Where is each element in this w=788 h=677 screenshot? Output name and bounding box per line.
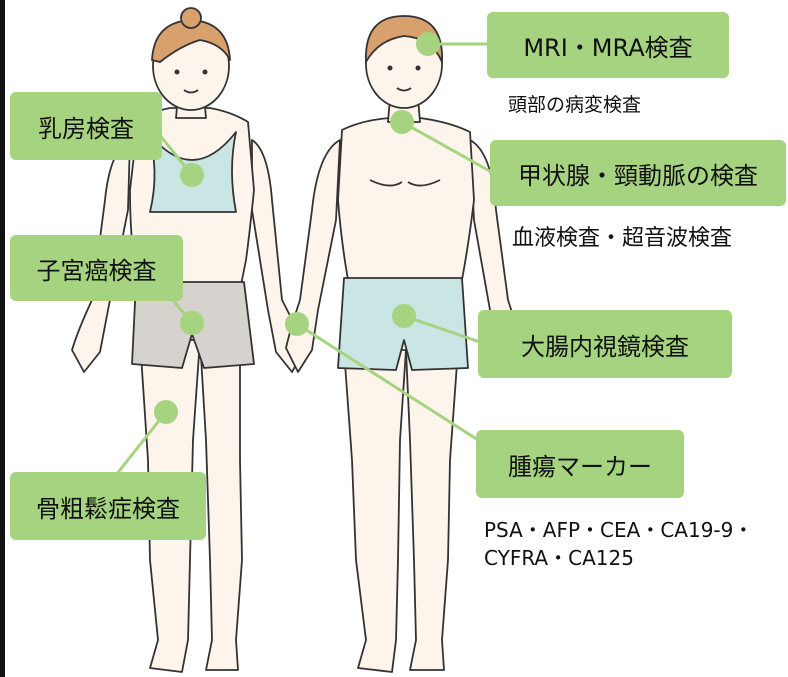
leader-tumor: [295, 322, 480, 442]
label-tumor: 腫瘍マーカー: [476, 430, 684, 498]
label-colon: 大腸内視鏡検査: [478, 310, 732, 378]
leader-thyroid: [400, 120, 497, 176]
label-mri: MRI・MRA検査: [487, 12, 729, 78]
note-thyroid: 血液検査・超音波検査: [512, 226, 733, 251]
note-tumor-line2: CYFRA・CA125: [484, 546, 634, 570]
marker-dot-thigh: [154, 400, 178, 424]
label-uterus: 子宮癌検査: [10, 235, 183, 301]
marker-dot-head: [416, 32, 440, 56]
label-bone: 骨粗鬆症検査: [10, 472, 206, 540]
left-edge-bar: [0, 0, 5, 677]
leader-bone: [110, 410, 168, 482]
male-figure: [285, 19, 523, 673]
marker-dot-neck: [390, 110, 414, 134]
marker-dot-uterus: [180, 311, 204, 335]
label-thyroid: 甲状腺・頸動脈の検査: [490, 140, 786, 206]
leader-colon: [402, 314, 482, 344]
marker-dot-hand: [285, 312, 309, 336]
marker-dot-colon: [392, 304, 416, 328]
note-tumor-line1: PSA・AFP・CEA・CA19-9・: [484, 518, 754, 542]
note-mri: 頭部の病変検査: [508, 94, 642, 116]
label-breast: 乳房検査: [10, 92, 162, 160]
marker-dot-breast: [180, 163, 204, 187]
